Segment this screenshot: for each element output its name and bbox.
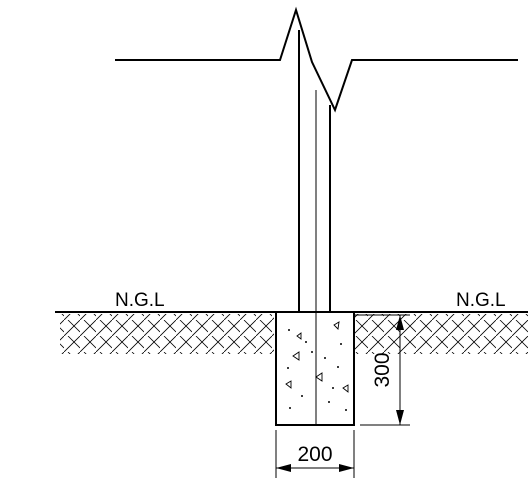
concrete-footing (275, 312, 355, 426)
depth-arrow-bottom (396, 410, 404, 425)
ngl-label-right: N.G.L (456, 290, 506, 311)
width-dimension-label: 200 (297, 443, 332, 466)
concrete-dots (287, 329, 347, 411)
soil-hatch-left (60, 314, 274, 354)
soil-hatch-right (354, 314, 528, 354)
ngl-label-left: N.G.L (115, 290, 165, 311)
depth-arrow-top (396, 315, 404, 330)
width-arrow-left (276, 464, 291, 472)
depth-dimension-label: 300 (371, 352, 394, 387)
concrete-aggregate (285, 321, 349, 393)
break-line (115, 6, 518, 113)
width-arrow-right (339, 464, 354, 472)
